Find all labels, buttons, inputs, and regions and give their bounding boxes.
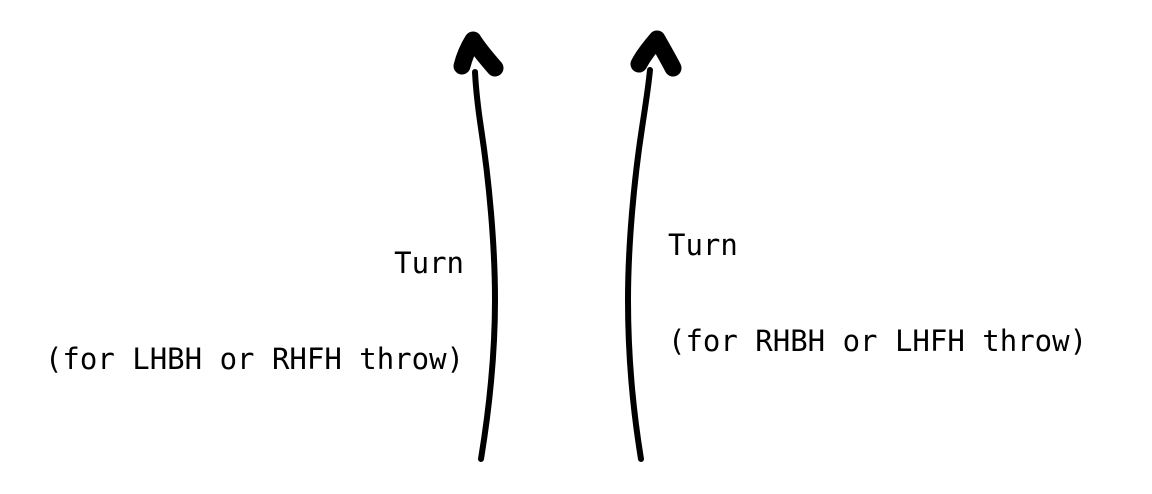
right-annotation-detail: (for RHBH or LHFH throw) [668, 324, 1088, 358]
left-arrowhead-icon [453, 31, 504, 77]
right-annotation-label: Turn (for RHBH or LHFH throw) [668, 165, 1114, 421]
right-annotation-title: Turn [668, 228, 738, 262]
right-arrow-shaft [625, 67, 653, 462]
left-flight-arrow [453, 31, 504, 462]
left-arrow-shaft [472, 69, 498, 462]
left-annotation-detail: (for LHBH or RHFH throw) [44, 342, 464, 376]
right-arrowhead-icon [630, 30, 682, 77]
left-annotation-title: Turn [394, 246, 464, 280]
right-flight-arrow [625, 30, 682, 462]
left-annotation-label: Turn (for LHBH or RHFH throw) [40, 183, 464, 439]
